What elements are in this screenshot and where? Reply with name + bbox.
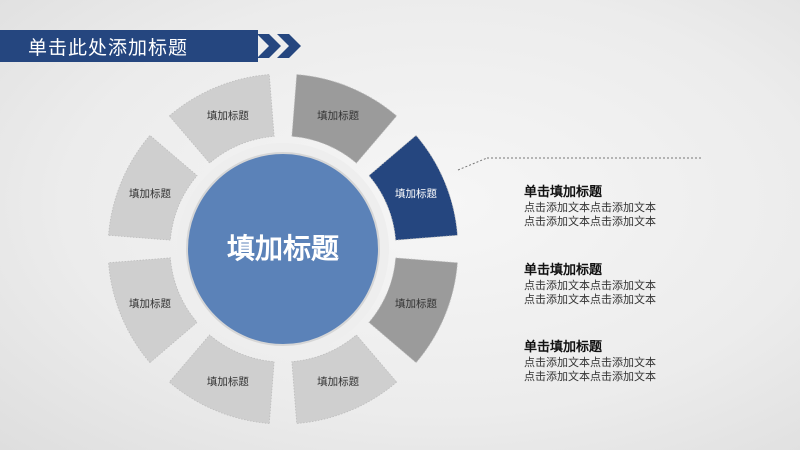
- item-text[interactable]: 点击添加文本点击添加文本: [524, 356, 656, 369]
- item-text[interactable]: 点击添加文本点击添加文本: [524, 293, 656, 306]
- ring-segment[interactable]: [108, 134, 198, 241]
- segment-label: 填加标题: [395, 297, 437, 310]
- center-circle[interactable]: [186, 152, 380, 346]
- segment-label: 填加标题: [207, 375, 249, 388]
- ring-segment[interactable]: [291, 334, 398, 424]
- item-title[interactable]: 单击填加标题: [524, 263, 603, 278]
- connector-line: [457, 157, 488, 171]
- ring-segment[interactable]: [368, 134, 458, 241]
- segment-label: 填加标题: [207, 109, 249, 122]
- ring-segment[interactable]: [168, 74, 275, 164]
- item-text[interactable]: 点击添加文本点击添加文本: [524, 370, 656, 383]
- text-item: 单击填加标题 点击添加文本点击添加文本 点击添加文本点击添加文本: [524, 185, 784, 229]
- ring-segment[interactable]: [291, 74, 398, 164]
- ring-segment[interactable]: [168, 334, 275, 424]
- ring-segment[interactable]: [108, 257, 198, 364]
- item-text[interactable]: 点击添加文本点击添加文本: [524, 201, 656, 214]
- item-text[interactable]: 点击添加文本点击添加文本: [524, 279, 656, 292]
- page-title[interactable]: 单击此处添加标题: [28, 36, 189, 59]
- chevron-arrows-icon: [257, 34, 301, 58]
- segment-label: 填加标题: [317, 375, 359, 388]
- center-label: 填加标题: [227, 232, 339, 265]
- item-text[interactable]: 点击添加文本点击添加文本: [524, 215, 656, 228]
- segment-label: 填加标题: [395, 187, 437, 200]
- title-bar: 单击此处添加标题: [0, 30, 258, 62]
- ring-segment[interactable]: [368, 257, 458, 364]
- text-item: 单击填加标题 点击添加文本点击添加文本 点击添加文本点击添加文本: [524, 263, 784, 307]
- text-item: 单击填加标题 点击添加文本点击添加文本 点击添加文本点击添加文本: [524, 340, 784, 384]
- segment-label: 填加标题: [129, 297, 171, 310]
- item-title[interactable]: 单击填加标题: [524, 340, 603, 355]
- item-title[interactable]: 单击填加标题: [524, 185, 603, 200]
- segment-label: 填加标题: [317, 109, 359, 122]
- segment-label: 填加标题: [129, 187, 171, 200]
